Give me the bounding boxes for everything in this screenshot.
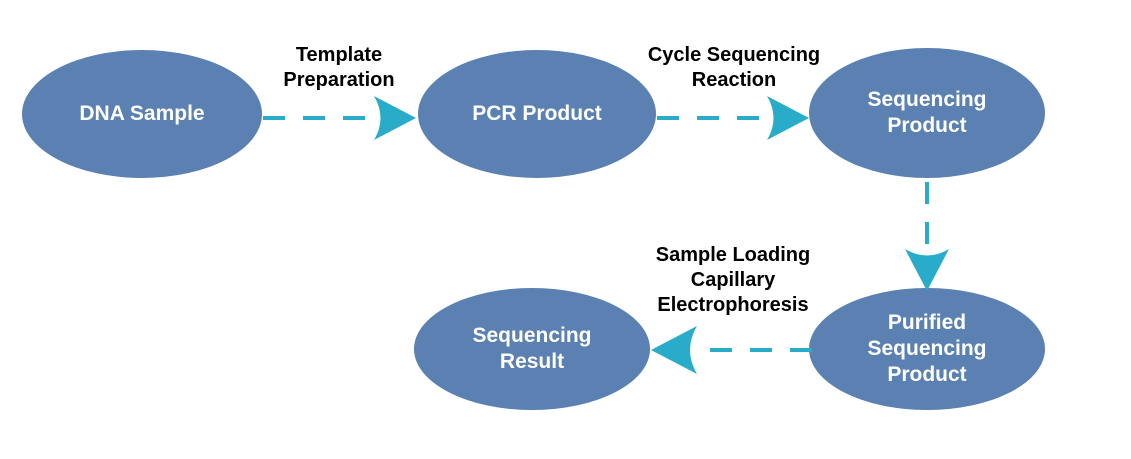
node-pcr-product[interactable] bbox=[418, 50, 656, 178]
edge-2-connector bbox=[657, 96, 809, 140]
edge-4-connector bbox=[651, 326, 812, 374]
edge-1-arrowhead bbox=[374, 96, 416, 140]
edge-4-arrowhead bbox=[651, 326, 697, 374]
edge-1-connector bbox=[263, 96, 416, 140]
node-purified-sequencing-product[interactable] bbox=[809, 288, 1045, 410]
node-dna-sample[interactable] bbox=[22, 50, 262, 178]
edge-3-arrowhead bbox=[905, 249, 949, 291]
edge-2-arrowhead bbox=[767, 96, 809, 140]
edge-label-template-preparation: Template Preparation bbox=[283, 44, 395, 91]
edge-3-connector bbox=[905, 182, 949, 291]
edge-label-cycle-sequencing-reaction: Cycle Sequencing Reaction bbox=[647, 44, 821, 91]
node-sequencing-result[interactable] bbox=[414, 288, 650, 410]
node-sequencing-product[interactable] bbox=[809, 48, 1045, 178]
edge-label-sample-loading-capillary-electrophoresis: Sample Loading Capillary Electrophoresis bbox=[655, 244, 811, 316]
